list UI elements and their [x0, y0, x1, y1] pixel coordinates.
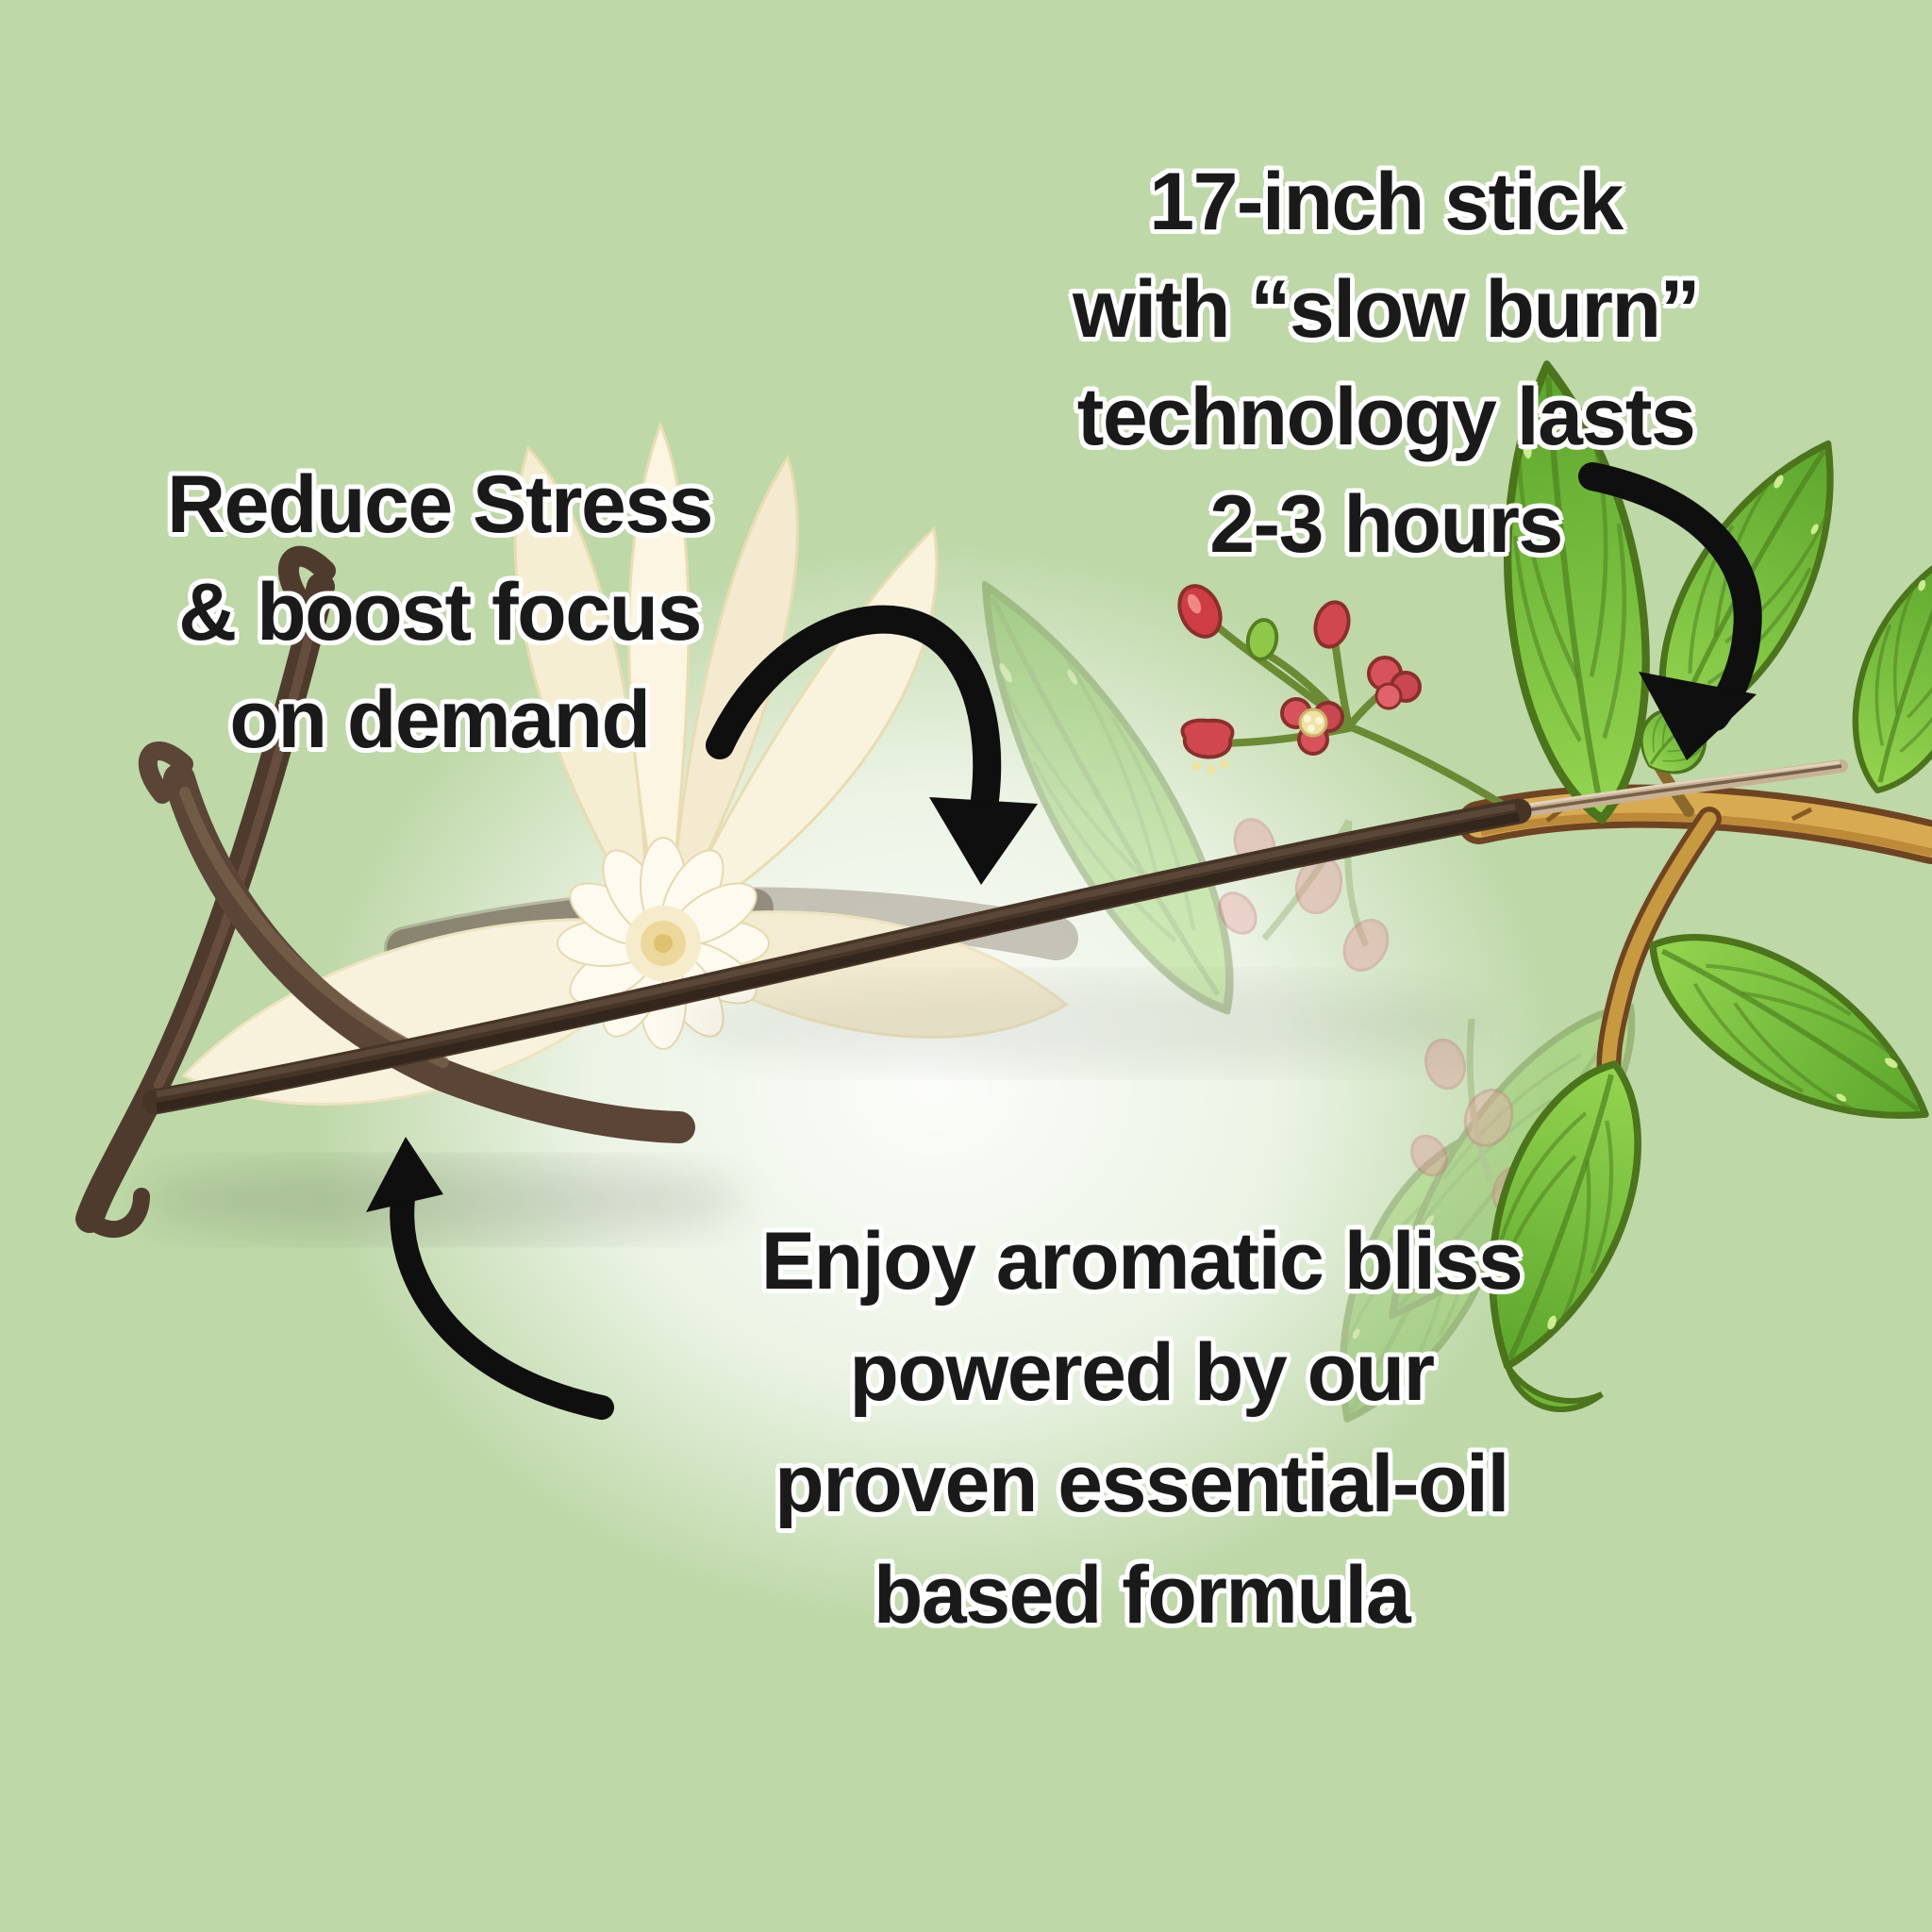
arrow-to-stick-body-icon: [706, 605, 1038, 885]
callout-line: based formula: [873, 1550, 1411, 1641]
callout-line: powered by our: [849, 1327, 1435, 1418]
callout-line: Reduce Stress: [166, 459, 714, 550]
callout-line: 2-3 hours: [1209, 479, 1563, 570]
callout-line: Enjoy aromatic bliss: [760, 1216, 1524, 1307]
incense-stick-illustration: [142, 759, 1848, 1240]
callout-line: technology lasts: [1076, 372, 1696, 462]
clove-buds-illustration: [1177, 584, 1511, 811]
callout-benefits: Reduce Stress & boost focus on demand: [109, 451, 770, 774]
vanilla-pods-illustration: [75, 545, 695, 1238]
annotation-arrows: [366, 462, 1762, 1420]
arrow-to-stick-tip-icon: [366, 1137, 614, 1420]
callout-stick-length: 17-inch stick with “slow burn” technolog…: [1008, 148, 1763, 578]
arrow-to-stick-core-icon: [1578, 462, 1762, 760]
bamboo-core-illustration: [1507, 759, 1848, 819]
callout-line: with “slow burn”: [1073, 264, 1700, 355]
callout-line: & boost focus: [178, 567, 702, 658]
callout-line: on demand: [229, 675, 651, 765]
callout-line: proven essential-oil: [774, 1439, 1509, 1529]
callout-line: 17-inch stick: [1149, 157, 1624, 247]
callout-formula: Enjoy aromatic bliss powered by our prov…: [689, 1206, 1594, 1651]
faded-clove-buds-illustration: [1218, 818, 1537, 1216]
